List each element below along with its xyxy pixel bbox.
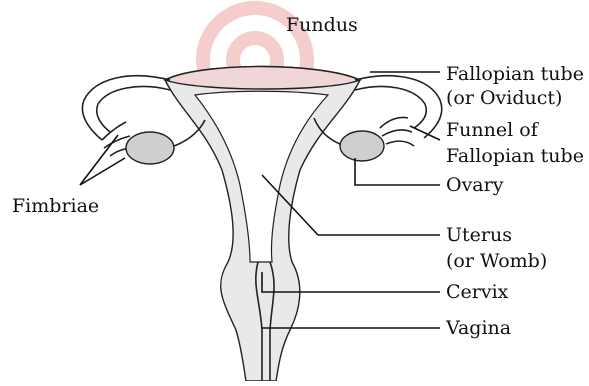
fundus-region bbox=[165, 67, 360, 90]
uterine-cavity bbox=[195, 91, 328, 262]
label-uterus-line1: Uterus bbox=[446, 224, 512, 246]
label-funnel-line1: Funnel of bbox=[446, 119, 540, 141]
label-uterus-line2: (or Womb) bbox=[446, 250, 547, 272]
right-fallopian-tube-inner bbox=[355, 86, 426, 128]
right-fimbriae bbox=[380, 117, 414, 146]
right-fallopian-tube bbox=[355, 76, 442, 138]
left-fallopian-tube bbox=[82, 76, 170, 140]
leader-fimbriae-2 bbox=[80, 158, 125, 185]
label-funnel-line2: Fallopian tube bbox=[446, 145, 584, 167]
right-ovary bbox=[340, 131, 384, 161]
left-ovary bbox=[126, 132, 174, 164]
label-vagina: Vagina bbox=[445, 317, 511, 339]
label-cervix: Cervix bbox=[446, 281, 509, 303]
label-ovary: Ovary bbox=[446, 174, 504, 196]
leader-fimbriae-1 bbox=[80, 135, 118, 185]
label-fundus: Fundus bbox=[286, 14, 358, 36]
left-fallopian-tube-inner bbox=[97, 86, 170, 132]
label-fimbriae: Fimbriae bbox=[12, 195, 99, 217]
leader-ovary bbox=[355, 158, 440, 185]
label-fallopian-tube-line2: (or Oviduct) bbox=[446, 87, 562, 109]
label-fallopian-tube-line1: Fallopian tube bbox=[446, 63, 584, 85]
